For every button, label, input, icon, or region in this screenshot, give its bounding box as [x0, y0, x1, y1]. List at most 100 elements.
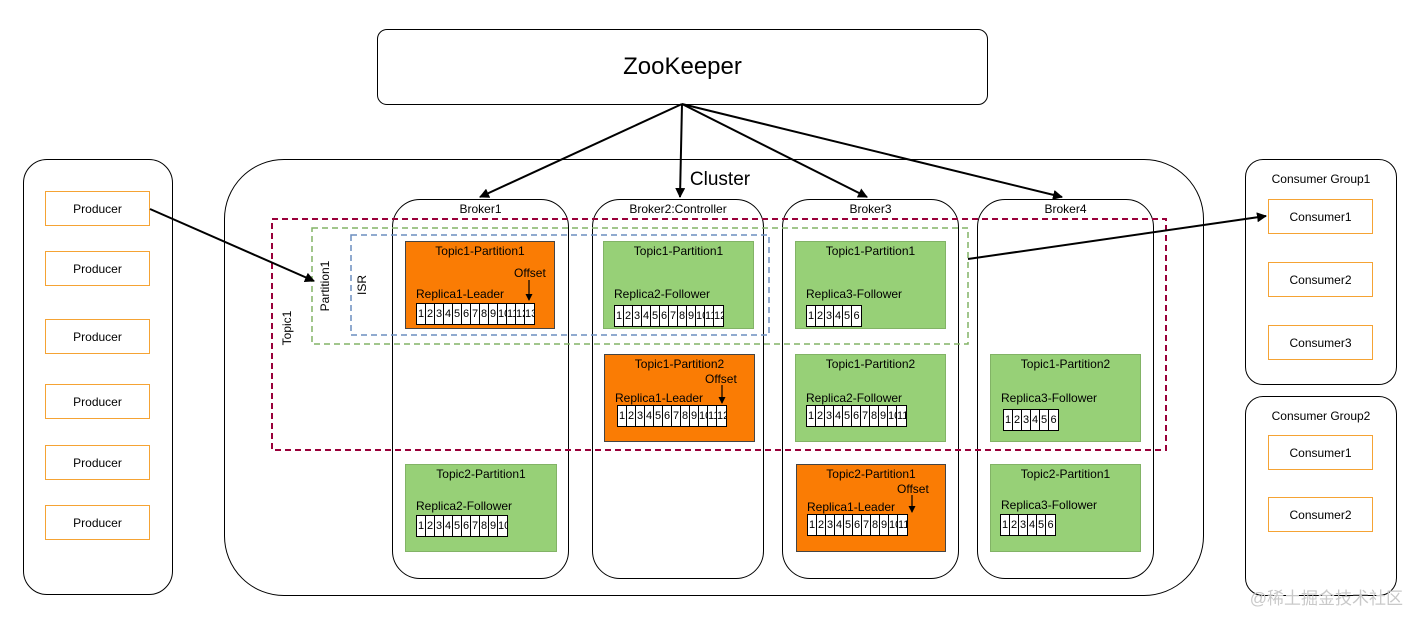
- message-cell: 5: [844, 515, 853, 535]
- producer-box: Producer: [45, 505, 150, 540]
- message-cell: 7: [862, 515, 871, 535]
- zk-to-broker4-arrow: [681, 103, 1063, 200]
- message-cell: 10: [498, 520, 507, 532]
- message-cell: 11: [705, 306, 714, 326]
- partition-title: Topic2-Partition1: [436, 467, 526, 481]
- message-cell: 5: [843, 306, 852, 326]
- replica-role: Replica3-Follower: [1001, 498, 1098, 512]
- partition-title: Topic1-Partition2: [825, 357, 916, 371]
- zookeeper-box: ZooKeeper: [377, 29, 988, 105]
- message-cell: 1: [618, 406, 627, 426]
- message-cell: 9: [489, 516, 498, 536]
- message-cell: 4: [834, 406, 843, 426]
- message-cell: 3: [435, 304, 444, 324]
- watermark: @稀土掘金技术社区: [1249, 589, 1403, 608]
- message-cell: 7: [861, 406, 870, 426]
- replica-role: Replica2-Follower: [416, 499, 513, 513]
- offset-label: Offset: [897, 482, 929, 496]
- message-cell: 10: [699, 406, 708, 426]
- message-cell: 3: [825, 306, 834, 326]
- message-cell: 2: [816, 406, 825, 426]
- producer-box: Producer: [45, 251, 150, 286]
- message-log: 123456789101112: [614, 305, 724, 327]
- replica-role: Replica2-Follower: [614, 287, 711, 301]
- message-cell: 3: [636, 406, 645, 426]
- offset-label: Offset: [705, 372, 737, 386]
- partition-box: Topic1-Partition2 Offset Replica1-Leader…: [604, 354, 755, 442]
- message-log: 1234567891011: [806, 405, 907, 427]
- message-cell: 6: [853, 310, 860, 322]
- partition1-region: [311, 227, 969, 345]
- message-cell: 5: [843, 406, 852, 426]
- message-cell: 9: [489, 304, 498, 324]
- producer-label: Producer: [73, 455, 122, 470]
- broker-title: Broker2:Controller: [629, 202, 727, 216]
- message-log: 123456789101112: [617, 405, 727, 427]
- message-cell: 6: [660, 306, 669, 326]
- message-cell: 2: [426, 304, 435, 324]
- message-cell: 6: [852, 406, 861, 426]
- message-cell: 5: [651, 306, 660, 326]
- message-cell: 8: [871, 515, 880, 535]
- message-cell: 6: [853, 515, 862, 535]
- message-cell: 6: [462, 516, 471, 536]
- message-cell: 3: [825, 406, 834, 426]
- message-cell: 8: [681, 406, 690, 426]
- producer-arrow: [149, 208, 315, 282]
- consumer-box: Consumer3: [1268, 325, 1373, 360]
- producer-label: Producer: [73, 261, 122, 276]
- message-cell: 4: [645, 406, 654, 426]
- message-cell: 1: [615, 306, 624, 326]
- broker-title: Broker4: [1044, 202, 1087, 216]
- broker-title: Broker3: [849, 202, 892, 216]
- message-log: 1234567891011: [807, 514, 908, 536]
- zookeeper-label: ZooKeeper: [623, 53, 742, 80]
- message-cell: 8: [480, 304, 489, 324]
- zk-to-broker1-arrow: [479, 103, 683, 198]
- message-cell: 10: [498, 304, 507, 324]
- partition-box: Topic2-Partition1 Offset Replica1-Leader…: [796, 464, 946, 552]
- replica-role: Replica1-Leader: [416, 287, 505, 301]
- message-cell: 10: [696, 306, 705, 326]
- message-cell: 4: [1031, 410, 1040, 430]
- message-cell: 9: [879, 406, 888, 426]
- message-cell: 4: [1028, 515, 1037, 535]
- topic1-label: Topic1: [280, 310, 294, 346]
- producer-box: Producer: [45, 445, 150, 480]
- consumer-group-title: Consumer Group2: [1271, 409, 1371, 423]
- offset-label: Offset: [514, 266, 546, 280]
- consumer-label: Consumer3: [1289, 335, 1352, 350]
- message-cell: 1: [807, 306, 816, 326]
- message-cell: 2: [1010, 515, 1019, 535]
- message-cell: 7: [471, 304, 480, 324]
- producer-label: Producer: [73, 394, 122, 409]
- message-cell: 1: [1004, 410, 1013, 430]
- consumer-box: Consumer2: [1268, 497, 1373, 532]
- message-cell: 5: [453, 304, 462, 324]
- partition-title: Topic1-Partition2: [634, 357, 725, 371]
- message-cell: 4: [835, 515, 844, 535]
- message-cell: 1: [807, 406, 816, 426]
- message-cell: 2: [624, 306, 633, 326]
- consumer-box: Consumer1: [1268, 199, 1373, 234]
- producer-label: Producer: [73, 329, 122, 344]
- replica-role: Replica1-Leader: [807, 500, 896, 514]
- message-cell: 1: [417, 304, 426, 324]
- message-cell: 3: [1019, 515, 1028, 535]
- message-cell: 13: [525, 308, 534, 320]
- message-log: 12345678910111213: [416, 303, 535, 325]
- message-cell: 8: [480, 516, 489, 536]
- message-cell: 11: [898, 519, 907, 531]
- message-cell: 2: [1013, 410, 1022, 430]
- partition-title: Topic1-Partition2: [1020, 357, 1111, 371]
- isr-label: ISR: [355, 275, 369, 296]
- message-cell: 7: [471, 516, 480, 536]
